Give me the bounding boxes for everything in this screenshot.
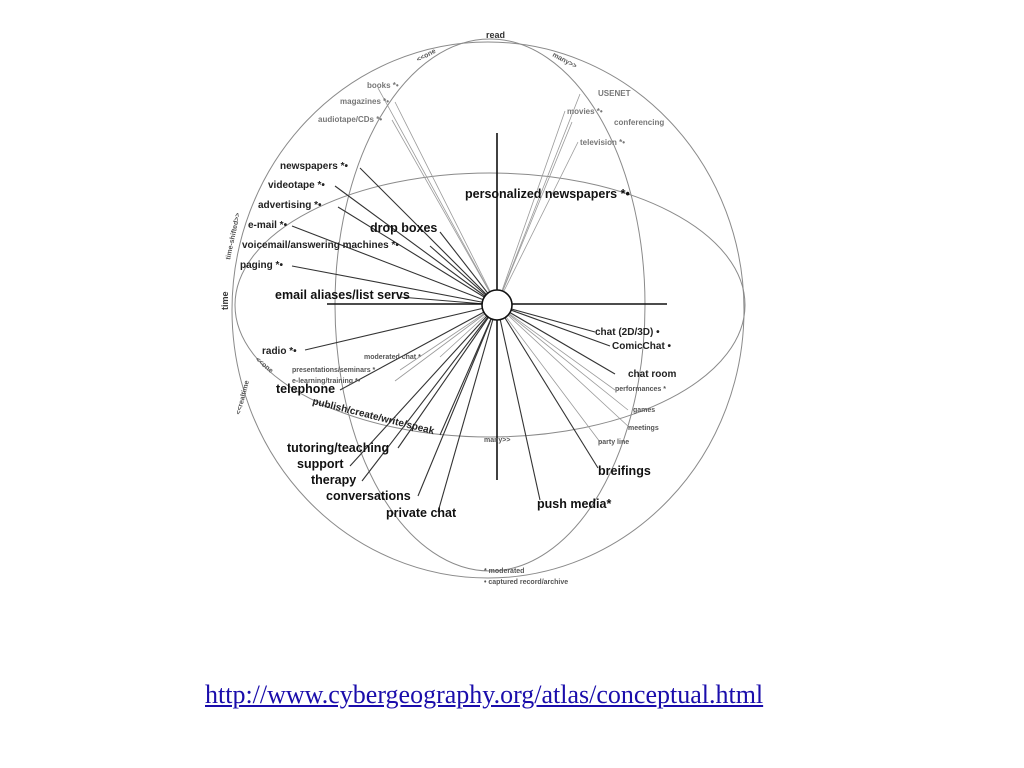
vertical-ellipse [334,38,646,572]
label-magazines: magazines *• [340,97,389,106]
label-personalized-newspapers: personalized newspapers *• [465,187,630,201]
spokes [291,87,631,513]
label-comicchat: ComicChat • [612,341,672,352]
legend-moderated: * moderated [484,568,524,575]
label-conferencing: conferencing [614,118,664,127]
axis-label-read: read [486,30,505,40]
label-voicemail: voicemail/answering machines *• [242,240,399,251]
arc-label-one-left: <<one [254,356,274,375]
label-games: games [633,407,655,414]
label-presentations: presentations/seminars * [292,367,376,374]
axis-label-time-shifted: time-shifted>> [225,212,242,260]
center-circle [481,289,513,321]
label-meetings: meetings [628,425,659,432]
label-conversations: conversations [326,489,411,503]
label-e-learning: e-learning/training *• [292,378,361,385]
label-television: television *• [580,138,625,147]
label-private-chat: private chat [386,506,457,520]
outer-circle [231,41,745,579]
label-drop-boxes: drop boxes [370,221,437,235]
axis-label-time: time [220,291,230,310]
label-e-mail: e-mail *• [248,220,288,231]
label-therapy: therapy [311,473,356,487]
label-advertising: advertising *• [258,200,322,211]
label-party-line: party line [598,439,629,446]
label-breifings: breifings [598,464,651,478]
label-performances: performances * [615,386,666,393]
label-chat-2d3d: chat (2D/3D) • [595,327,660,338]
legend-captured-record: • captured record/archive [484,579,568,586]
label-movies: movies *• [567,107,603,116]
label-chat-room: chat room [628,369,676,380]
label-radio: radio *• [262,346,297,357]
label-audiotape: audiotape/CDs *• [318,115,382,124]
label-publish: publish/create/write/speak [311,396,435,437]
source-url-link[interactable]: http://www.cybergeography.org/atlas/conc… [205,680,764,709]
label-moderated-chat: moderated chat * [364,354,421,361]
horizontal-ellipse [234,172,746,438]
axis-label-realtime: <<realtime [235,380,251,416]
label-usenet: USENET [598,89,631,98]
label-books: books *• [367,81,399,90]
label-tutoring: tutoring/teaching [287,441,389,455]
label-support: support [297,457,344,471]
axis-label-many-bottom: many>> [484,437,510,444]
label-paging: paging *• [240,260,283,271]
label-telephone: telephone [276,382,335,396]
label-push-media: push media* [537,497,611,511]
label-email-aliases: email aliases/list servs [275,288,410,302]
label-videotape: videotape *• [268,180,325,191]
label-newspapers: newspapers *• [280,161,348,172]
